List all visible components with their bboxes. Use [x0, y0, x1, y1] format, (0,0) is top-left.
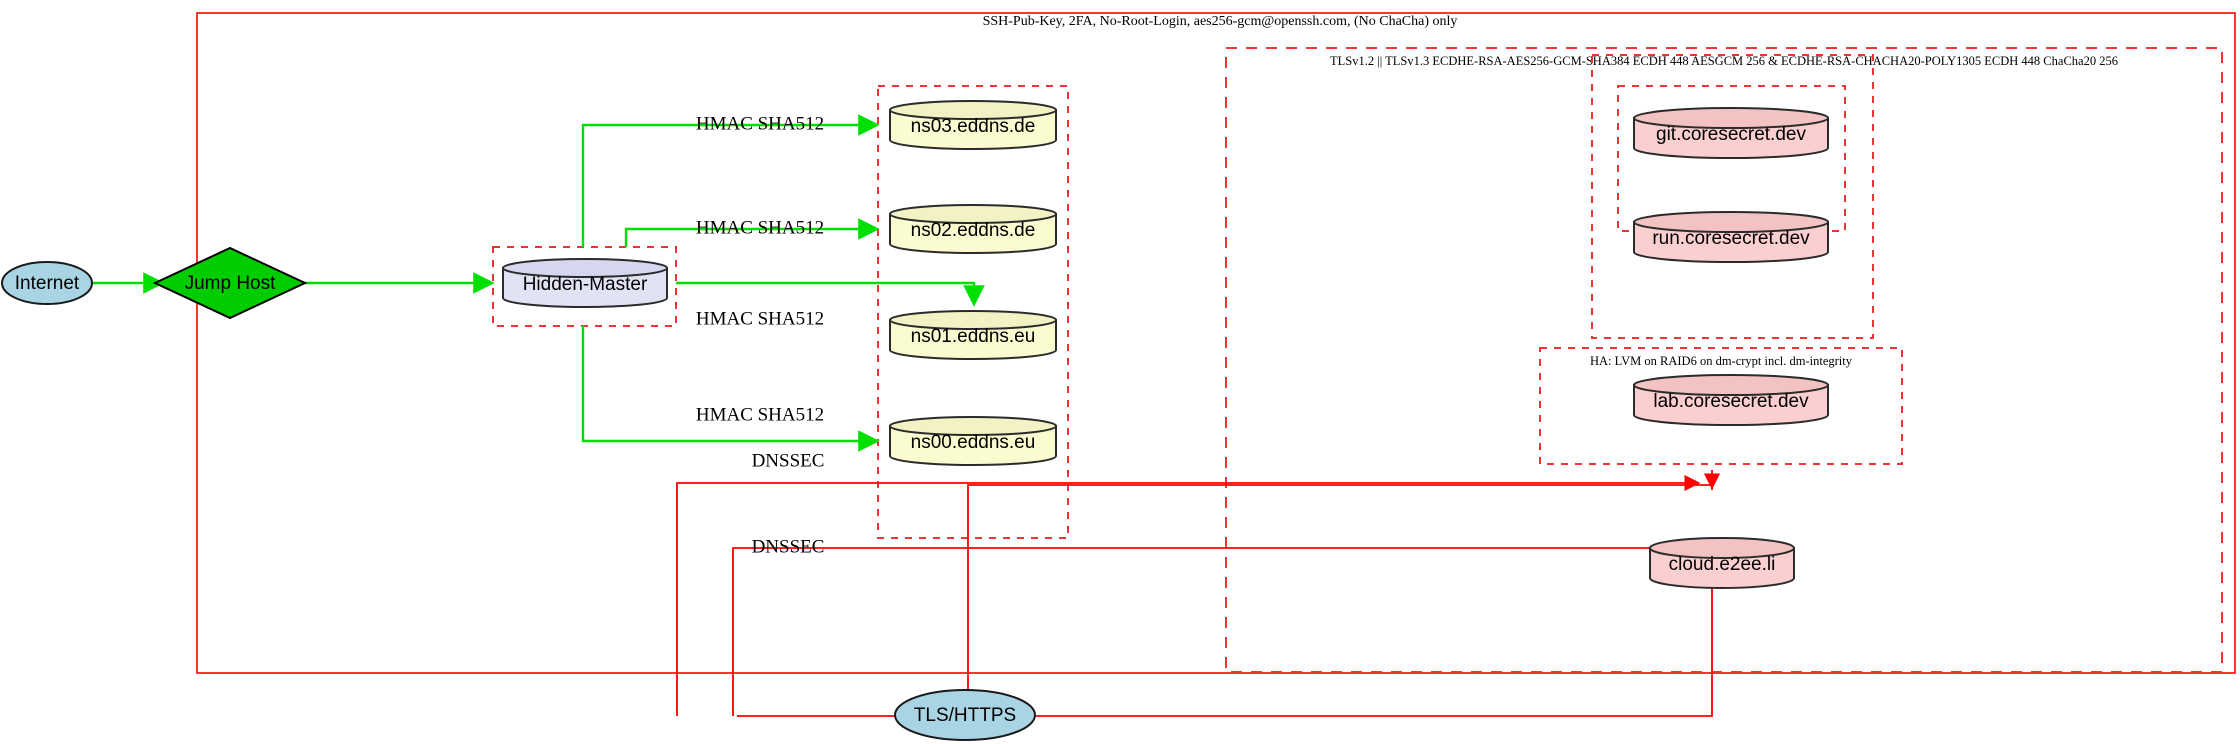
node-ns00[interactable]: ns00.eddns.eu	[889, 416, 1057, 466]
edge-tlshttps-to-cloud	[737, 556, 1721, 717]
internet-ellipse-shape	[1, 261, 93, 305]
run-label: run.coresecret.dev	[1652, 228, 1810, 249]
edge-label-dnssec-upper: DNSSEC	[752, 450, 825, 471]
edge-label-hmac-ns00: HMAC SHA512	[696, 404, 824, 425]
node-internet[interactable]: Internet	[1, 261, 93, 305]
hidden-master-cylinder-top	[502, 258, 668, 278]
ha-storage-cluster-box	[1539, 347, 1903, 465]
cloud-label: cloud.e2ee.li	[1669, 554, 1776, 575]
node-git-coresecret[interactable]: git.coresecret.dev	[1633, 107, 1829, 159]
coresecret-outer-cluster-box	[1591, 54, 1874, 339]
edge-label-hmac-ns01: HMAC SHA512	[696, 308, 824, 329]
ns03-label: ns03.eddns.de	[911, 116, 1036, 137]
ns01-cylinder-body	[889, 319, 1057, 360]
hidden-master-cylinder-body	[502, 267, 668, 308]
node-jump-host[interactable]: Jump Host	[152, 246, 308, 320]
edge-label-hmac-ns03: HMAC SHA512	[696, 113, 824, 134]
edge-dnssec-upper	[967, 484, 1713, 716]
ns02-label: ns02.eddns.de	[911, 220, 1036, 241]
ha-storage-label: HA: LVM on RAID6 on dm-crypt incl. dm-in…	[1590, 354, 1853, 368]
ns02-cylinder-body	[889, 213, 1057, 254]
node-ns01[interactable]: ns01.eddns.eu	[889, 310, 1057, 360]
jump-host-diamond-shape	[152, 246, 308, 320]
lab-cylinder-top	[1633, 374, 1829, 396]
ns03-cylinder-body	[889, 109, 1057, 150]
ns03-cylinder-top	[889, 100, 1057, 120]
node-ns02[interactable]: ns02.eddns.de	[889, 204, 1057, 254]
internet-label: Internet	[15, 273, 80, 294]
hidden-master-cluster-box	[492, 246, 677, 327]
edge-label-dnssec-lower: DNSSEC	[752, 536, 825, 557]
ns01-cylinder-top	[889, 310, 1057, 330]
tls-policy-cluster-box	[1225, 47, 2223, 673]
ssh-boundary-box	[196, 12, 2236, 674]
hidden-master-label: Hidden-Master	[523, 274, 648, 295]
tls-https-label: TLS/HTTPS	[914, 705, 1016, 726]
node-tls-https[interactable]: TLS/HTTPS	[894, 689, 1036, 741]
ns00-label: ns00.eddns.eu	[911, 432, 1036, 453]
edge-label-hmac-ns02: HMAC SHA512	[696, 217, 824, 238]
ns00-cylinder-top	[889, 416, 1057, 436]
edge-hiddenmaster-to-ns03	[581, 114, 880, 247]
lab-label: lab.coresecret.dev	[1653, 391, 1809, 412]
jump-host-label: Jump Host	[185, 273, 277, 294]
ssh-policy-label: SSH-Pub-Key, 2FA, No-Root-Login, aes256-…	[983, 14, 1458, 29]
cloud-cylinder-body	[1649, 547, 1795, 589]
cloud-cylinder-top	[1649, 537, 1795, 559]
lab-cylinder-body	[1633, 384, 1829, 426]
edge-dnssec-lower-main	[732, 539, 1701, 688]
run-cylinder-top	[1633, 211, 1829, 233]
run-cylinder-body	[1633, 221, 1829, 263]
git-cylinder-body	[1633, 117, 1829, 159]
edge-dnssec-upper-main	[676, 474, 1701, 632]
node-lab-coresecret[interactable]: lab.coresecret.dev	[1633, 374, 1829, 426]
node-run-coresecret[interactable]: run.coresecret.dev	[1633, 211, 1829, 263]
tls-policy-label: TLSv1.2 || TLSv1.3 ECDHE-RSA-AES256-GCM-…	[1330, 54, 2118, 68]
ns00-cylinder-body	[889, 425, 1057, 466]
edge-hiddenmaster-to-ns00	[581, 326, 880, 452]
tls-https-ellipse-shape	[894, 689, 1036, 741]
node-hidden-master[interactable]: Hidden-Master	[502, 258, 668, 308]
ns02-cylinder-top	[889, 204, 1057, 224]
edge-hiddenmaster-to-ns01	[676, 281, 985, 307]
edge-hiddenmaster-to-ns02	[624, 218, 880, 247]
git-label: git.coresecret.dev	[1656, 124, 1806, 145]
ns01-label: ns01.eddns.eu	[911, 326, 1036, 347]
coresecret-inner-cluster-box	[1617, 85, 1846, 232]
git-cylinder-top	[1633, 107, 1829, 129]
node-ns03[interactable]: ns03.eddns.de	[889, 100, 1057, 150]
node-cloud-e2ee[interactable]: cloud.e2ee.li	[1649, 537, 1795, 589]
